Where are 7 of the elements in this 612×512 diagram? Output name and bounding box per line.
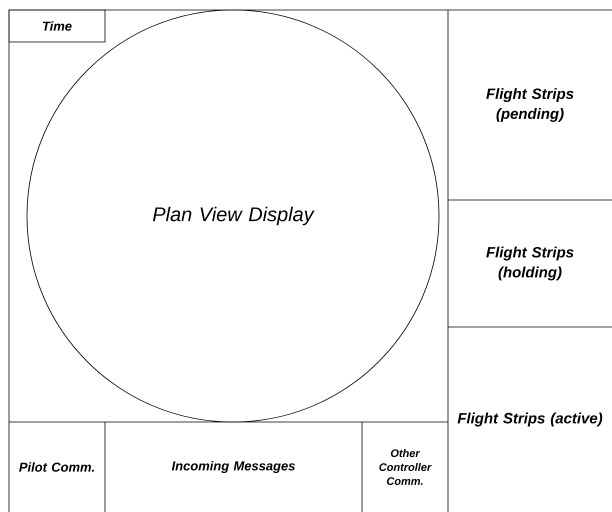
panel-label: Flight Strips (active) <box>458 412 602 426</box>
panel-label: Pilot Comm. <box>19 462 94 472</box>
panel-label: Incoming Messages <box>172 460 295 474</box>
panel-label: Other Controller Comm. <box>379 449 432 485</box>
panel-label: Flight Strips (holding) <box>486 246 574 280</box>
time-box: Time <box>8 10 106 42</box>
panel-label: Flight Strips (pending) <box>486 88 574 122</box>
